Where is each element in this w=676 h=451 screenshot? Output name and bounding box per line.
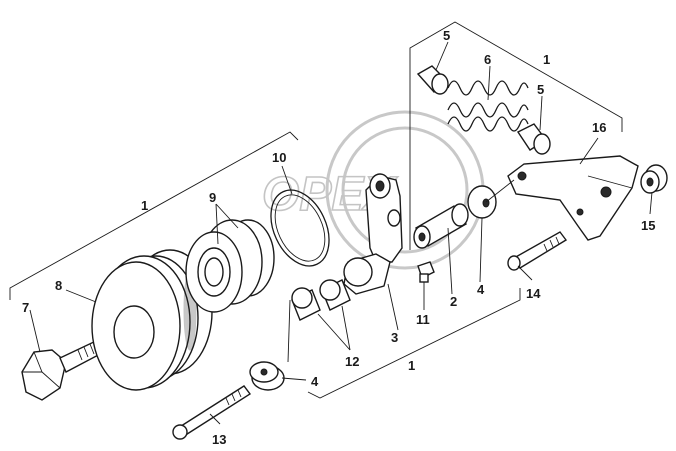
callout-5-right: 5 bbox=[537, 82, 544, 97]
part-pulley-8 bbox=[91, 249, 213, 391]
callout-6: 6 bbox=[484, 52, 491, 67]
part-bolt-13 bbox=[172, 385, 252, 440]
callout-16: 16 bbox=[592, 120, 606, 135]
callout-3: 3 bbox=[391, 330, 398, 345]
callout-11: 11 bbox=[416, 312, 430, 327]
assembly-axis-lines bbox=[287, 62, 515, 363]
part-tensioner-arm-3 bbox=[343, 173, 403, 295]
callout-9: 9 bbox=[209, 190, 216, 205]
callout-10: 10 bbox=[272, 150, 286, 165]
group-bracket-top bbox=[409, 21, 623, 132]
callout-2: 2 bbox=[450, 294, 457, 309]
part-circlip-10 bbox=[270, 189, 330, 267]
part-bushings-12 bbox=[291, 279, 351, 321]
group-bracket-bottom bbox=[307, 288, 521, 399]
part-bearing-9 bbox=[185, 219, 275, 313]
part-bushing-15 bbox=[640, 164, 668, 194]
part-bracket-16 bbox=[507, 155, 639, 241]
group-bracket-left bbox=[9, 131, 299, 300]
callout-14: 14 bbox=[526, 286, 541, 301]
callout-4-bottom: 4 bbox=[311, 374, 319, 389]
callout-5-top: 5 bbox=[443, 28, 450, 43]
callout-13: 13 bbox=[212, 432, 226, 447]
callout-1-bottom: 1 bbox=[408, 358, 415, 373]
callout-7: 7 bbox=[22, 300, 29, 315]
callout-15: 15 bbox=[641, 218, 655, 233]
part-washer-4-bottom bbox=[249, 361, 285, 391]
part-spring-assembly bbox=[416, 65, 551, 155]
part-bolt-14 bbox=[507, 231, 568, 271]
part-nipple-11 bbox=[417, 261, 435, 283]
part-washer-4-right bbox=[467, 185, 497, 219]
callout-labels: 1 1 1 2 3 4 4 5 5 6 7 8 9 10 11 12 13 14… bbox=[22, 28, 655, 447]
callout-1-left: 1 bbox=[141, 198, 148, 213]
callout-4-right: 4 bbox=[477, 282, 485, 297]
part-bolt-7 bbox=[21, 339, 105, 401]
callout-8: 8 bbox=[55, 278, 62, 293]
leader-lines bbox=[29, 41, 653, 425]
callout-12: 12 bbox=[345, 354, 359, 369]
part-bushing-2 bbox=[413, 203, 469, 249]
callout-1-top: 1 bbox=[543, 52, 550, 67]
